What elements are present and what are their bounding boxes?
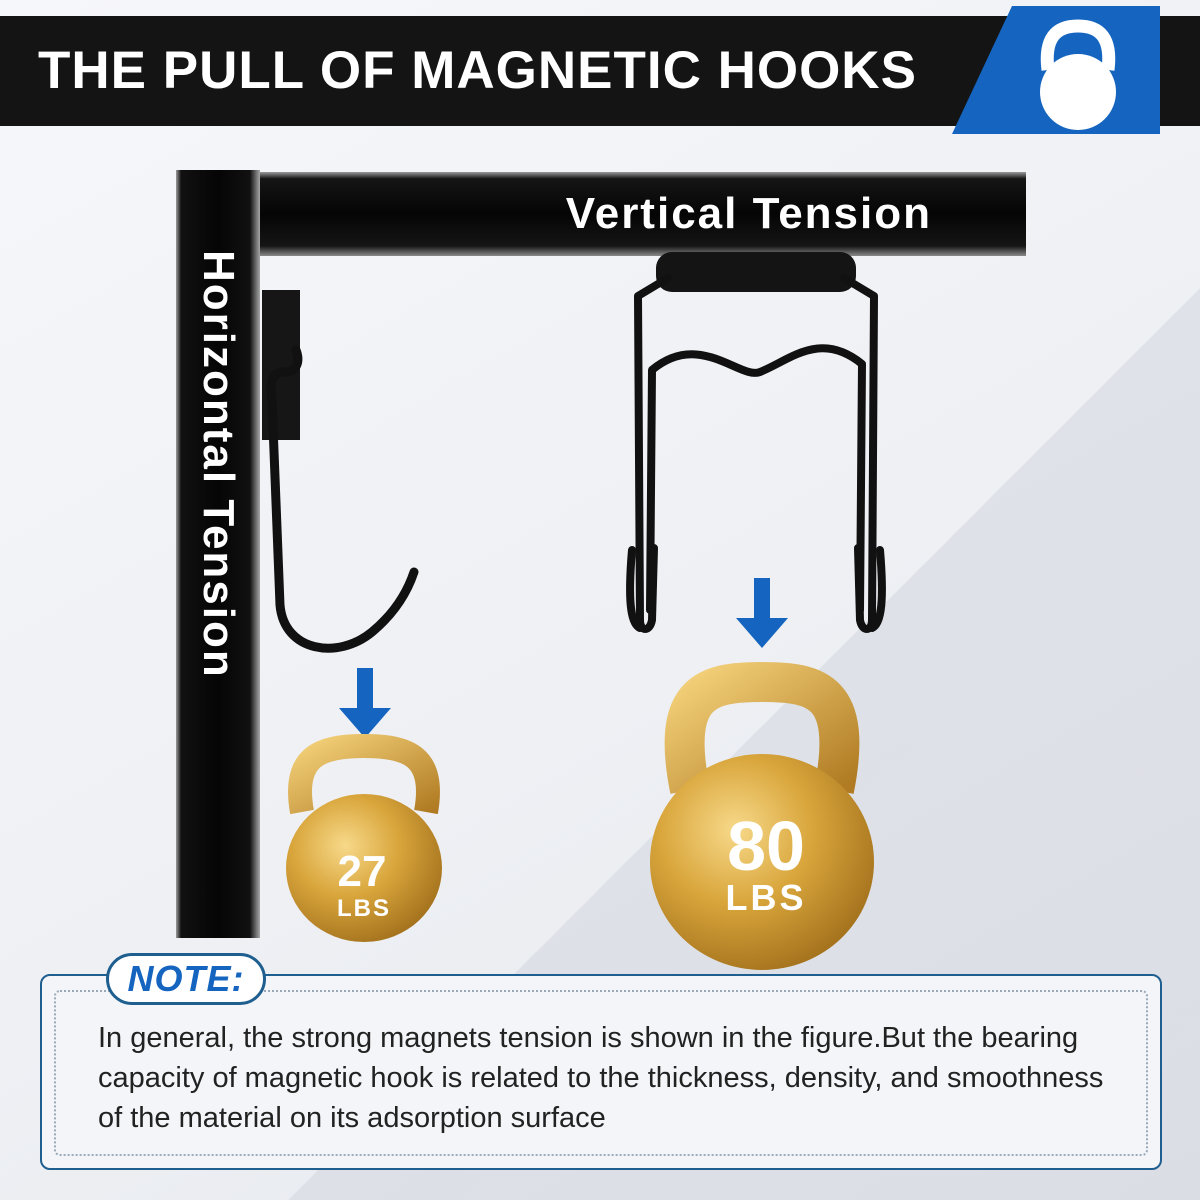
note-box xyxy=(40,974,1162,1170)
note-label: NOTE: xyxy=(127,958,245,999)
side-hook xyxy=(262,290,419,653)
large-weight-unit: LBS xyxy=(726,877,807,918)
header-badge xyxy=(952,6,1160,134)
note-tag: NOTE: xyxy=(106,953,266,1005)
note-text: In general, the strong magnets tension i… xyxy=(98,1022,1104,1134)
large-kettlebell xyxy=(650,661,874,970)
ceiling-hook xyxy=(626,252,886,633)
small-weight-unit: LBS xyxy=(337,895,391,922)
page-title: THE PULL OF MAGNETIC HOOKS xyxy=(38,41,917,100)
horizontal-tension-beam xyxy=(176,170,260,938)
small-weight-value: 27 xyxy=(338,847,387,896)
large-weight-value: 80 xyxy=(727,807,805,885)
kettlebell-icon xyxy=(1040,19,1116,130)
arrow-down-icon xyxy=(339,668,391,738)
arrow-down-icon xyxy=(736,578,788,648)
s-hook xyxy=(266,367,419,653)
note-inner-border xyxy=(54,990,1148,1156)
vertical-tension-label: Vertical Tension xyxy=(565,189,932,238)
ceiling-magnet xyxy=(656,252,856,292)
vertical-tension-beam: Vertical Tension xyxy=(250,172,1026,256)
small-kettlebell xyxy=(286,733,442,942)
